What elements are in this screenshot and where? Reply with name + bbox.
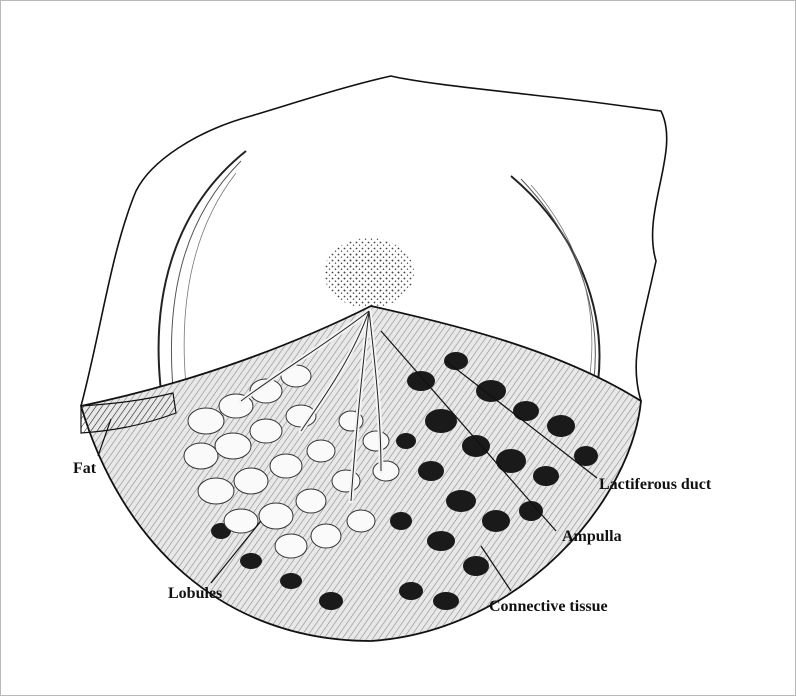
label-connective-tissue: Connective tissue: [489, 598, 608, 615]
label-lobules: Lobules: [168, 585, 222, 602]
label-ampulla: Ampulla: [562, 528, 622, 545]
label-fat: Fat: [73, 460, 97, 477]
label-lactiferous-duct: Lactiferous duct: [599, 476, 712, 493]
